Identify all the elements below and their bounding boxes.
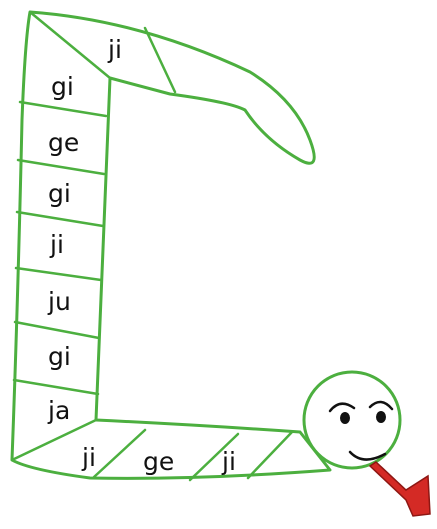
divider-body-3 — [15, 210, 105, 228]
right-eye — [376, 411, 386, 423]
tail-syllable-1: ji — [81, 443, 96, 472]
head-syllable-1: ji — [107, 35, 122, 64]
body-syllable-2: ge — [48, 128, 79, 157]
body-syllable-3: gi — [48, 179, 71, 208]
segment-dividers — [10, 10, 294, 482]
divider-head-1 — [28, 10, 112, 80]
right-eyebrow — [368, 400, 394, 411]
body-syllable-6: gi — [48, 342, 71, 371]
divider-body-4 — [14, 266, 103, 282]
divider-body-5 — [13, 320, 101, 340]
body-syllable-5: ju — [47, 287, 71, 316]
divider-head-2 — [143, 26, 177, 94]
tail-syllable-3: ji — [221, 447, 236, 476]
divider-tail-2 — [188, 432, 240, 482]
divider-body-1 — [18, 100, 108, 118]
snake-head — [302, 370, 402, 470]
tail-syllable-2: ge — [143, 447, 174, 476]
left-eye — [340, 412, 350, 424]
smile — [348, 450, 387, 461]
divider-body-2 — [16, 158, 106, 176]
body-syllable-1: gi — [51, 72, 74, 101]
divider-tail-1 — [92, 428, 147, 479]
divider-body-6 — [12, 378, 100, 396]
snake-body-outline — [10, 10, 332, 480]
snake-tongue — [368, 461, 431, 517]
body-syllable-7: ja — [47, 396, 70, 425]
body-syllable-4: ji — [49, 230, 64, 259]
divider-tail-3 — [246, 430, 294, 480]
divider-body-7 — [10, 418, 98, 462]
left-eyebrow — [328, 402, 356, 413]
